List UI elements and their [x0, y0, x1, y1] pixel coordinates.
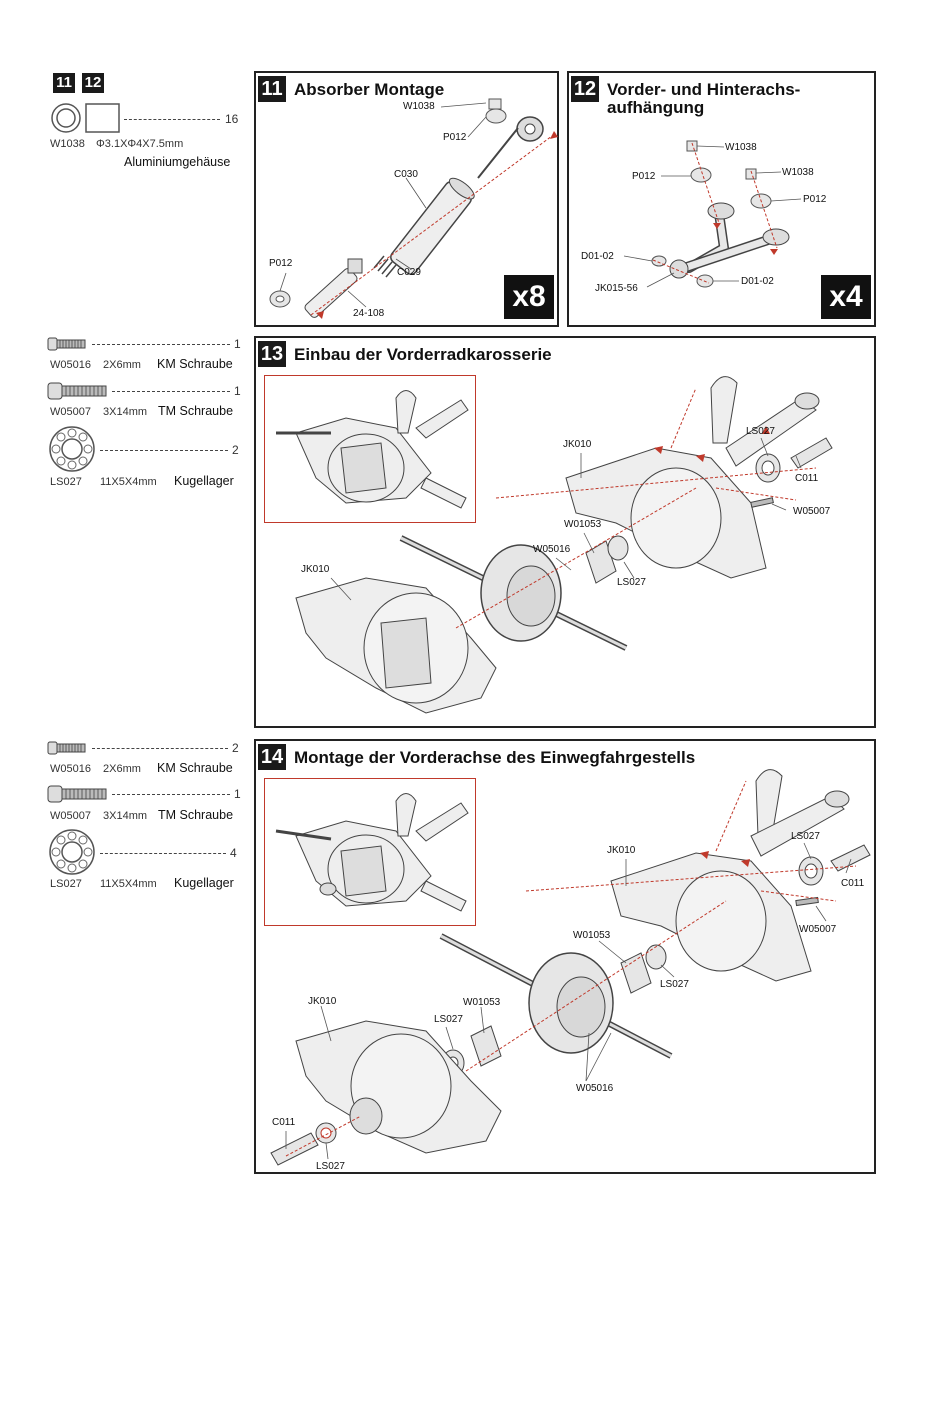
part-label: P012	[803, 194, 827, 205]
leader-line	[92, 748, 228, 749]
part-dims: Φ3.1XΦ4X7.5mm	[96, 138, 184, 150]
step-14-title: Montage der Vorderachse des Einwegfahrge…	[294, 748, 696, 767]
part-desc: KM Schraube	[157, 357, 233, 371]
step-13-panel: 13 Einbau der Vorderradkarosserie	[254, 336, 876, 728]
part-label: LS027	[660, 979, 689, 990]
shock-absorber-drawing	[269, 98, 558, 319]
part-desc: Kugellager	[174, 474, 234, 488]
multiplier-badge: x8	[504, 275, 554, 319]
leader-line	[112, 391, 230, 392]
part-dims: 2X6mm	[103, 763, 141, 775]
ball-bearing-icon	[49, 829, 95, 875]
screw-km-icon	[47, 337, 86, 351]
suspension-link-drawing	[623, 140, 802, 288]
part-label: W01053	[564, 519, 602, 530]
part-label: C029	[397, 267, 421, 278]
part-desc: Kugellager	[174, 876, 234, 890]
step-number-14: 14	[258, 744, 286, 770]
screw-tm-icon	[47, 382, 107, 400]
step-number-13: 13	[258, 341, 286, 367]
part-label: W05007	[799, 924, 837, 935]
part-label: P012	[632, 171, 656, 182]
part-label: C011	[272, 1117, 296, 1128]
part-code: W05007	[50, 810, 91, 822]
part-qty: 1	[234, 384, 241, 398]
part-dims: 11X5X4mm	[100, 476, 157, 488]
ball-bearing-icon	[49, 426, 95, 472]
leader-line	[100, 853, 226, 854]
part-qty: 2	[232, 443, 239, 457]
part-label: LS027	[434, 1014, 463, 1025]
multiplier-badge: x4	[821, 275, 871, 319]
part-label: JK015-56	[595, 283, 638, 294]
part-dims: 11X5X4mm	[100, 878, 157, 890]
part-desc: Aluminiumgehäuse	[124, 155, 231, 169]
part-label: C011	[795, 473, 819, 484]
part-label: JK010	[607, 845, 636, 856]
part-code: W05007	[50, 406, 91, 418]
leader-line	[124, 119, 220, 120]
part-code: W1038	[50, 138, 85, 150]
leader-line	[100, 450, 228, 451]
step-number-11: 11	[258, 76, 286, 102]
part-label: W01053	[463, 997, 501, 1008]
part-qty: 1	[234, 337, 241, 351]
part-desc: KM Schraube	[157, 761, 233, 775]
step-13-title: Einbau der Vorderradkarosserie	[294, 345, 552, 364]
part-dims: 2X6mm	[103, 359, 141, 371]
part-label: W1038	[782, 167, 814, 178]
part-desc: TM Schraube	[158, 404, 234, 418]
part-label: P012	[443, 132, 467, 143]
screw-km-icon	[47, 741, 86, 755]
part-label: JK010	[308, 996, 337, 1007]
part-qty: 1	[234, 787, 241, 801]
part-dims: 3X14mm	[103, 810, 148, 822]
part-label: C011	[841, 878, 865, 889]
part-label: LS027	[316, 1161, 345, 1172]
leader-line	[112, 794, 230, 795]
part-code: LS027	[50, 476, 82, 488]
part-label: C030	[394, 169, 418, 180]
part-label: W01053	[573, 930, 611, 941]
step-12-title-line2: aufhängung	[607, 98, 705, 117]
part-label: LS027	[791, 831, 820, 842]
preview-frame	[264, 375, 476, 523]
step-badge-11: 11	[53, 73, 75, 93]
spacer-ring-icon	[51, 103, 81, 133]
part-label: JK010	[563, 439, 592, 450]
step-12-title-line1: Vorder- und Hinterachs-	[607, 80, 801, 99]
part-label: JK010	[301, 564, 330, 575]
step-14-panel: 14 Montage der Vorderachse des Einwegfah…	[254, 739, 876, 1174]
preview-frame	[264, 778, 476, 926]
part-label: W05007	[793, 506, 831, 517]
part-label: W1038	[403, 101, 435, 112]
part-code: W05016	[50, 763, 91, 775]
part-label: D01-02	[581, 251, 614, 262]
front-axle-oneway-drawing	[270, 769, 871, 1166]
step-12-panel: 12 Vorder- und Hinterachs- aufhängung	[567, 71, 876, 327]
step-badge-12: 12	[82, 73, 104, 93]
part-code: LS027	[50, 878, 82, 890]
step-11-panel: 11 Absorber Montage	[254, 71, 559, 327]
part-label: LS027	[746, 426, 775, 437]
front-axle-drawing	[276, 376, 833, 714]
spacer-side-icon	[85, 103, 120, 133]
part-label: W1038	[725, 142, 757, 153]
part-label: 24-108	[353, 308, 385, 319]
part-code: W05016	[50, 359, 91, 371]
part-dims: 3X14mm	[103, 406, 148, 418]
part-qty: 4	[230, 846, 237, 860]
part-desc: TM Schraube	[158, 808, 234, 822]
step-11-title: Absorber Montage	[294, 80, 445, 99]
screw-tm-icon	[47, 785, 107, 803]
part-label: P012	[269, 258, 293, 269]
part-label: W05016	[533, 544, 571, 555]
step-number-12: 12	[571, 76, 599, 102]
part-qty: 16	[225, 112, 239, 126]
part-label: W05016	[576, 1083, 614, 1094]
part-label: D01-02	[741, 276, 774, 287]
leader-line	[92, 344, 230, 345]
part-qty: 2	[232, 741, 239, 755]
part-label: LS027	[617, 577, 646, 588]
